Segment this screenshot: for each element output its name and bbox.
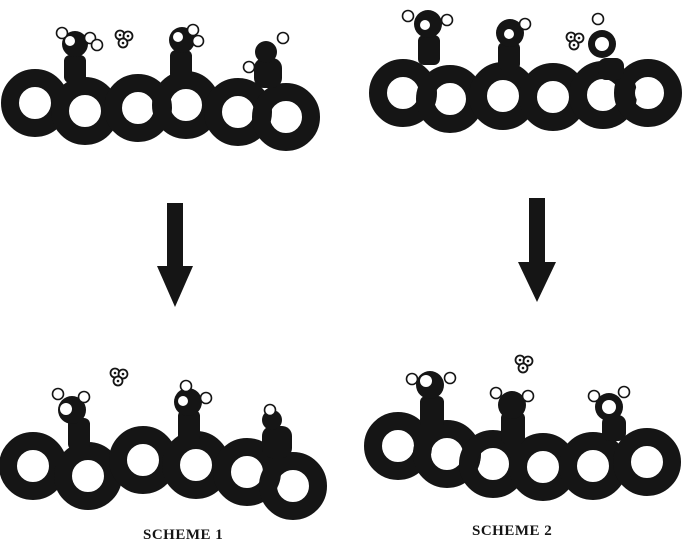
gas-molecule (516, 356, 533, 373)
adsorbed-hydrocarbon (262, 405, 292, 459)
scheme2-before-panel (378, 10, 673, 124)
reaction-arrow-scheme1 (157, 203, 193, 307)
gas-molecule (567, 33, 584, 50)
adsorbed-hydrocarbon (496, 19, 531, 71)
gas-molecule (111, 369, 128, 386)
adsorbed-hydrocarbon (53, 389, 91, 451)
substrate-lattice (378, 68, 673, 124)
adsorbed-hydrocarbon (57, 28, 103, 84)
adsorbed-hydrocarbon (403, 10, 453, 65)
reaction-arrow-scheme2 (518, 198, 556, 302)
scheme1-before-panel (10, 25, 311, 143)
scheme1-after-panel (8, 369, 318, 512)
gas-molecule (116, 31, 133, 48)
scheme-2-caption: SCHEME 2 (472, 523, 552, 540)
adsorbed-hydrocarbon (169, 25, 204, 81)
scheme-1-caption: SCHEME 1 (143, 527, 223, 544)
scheme2-after-panel (373, 356, 672, 493)
adsorbed-hydrocarbon (244, 33, 289, 89)
